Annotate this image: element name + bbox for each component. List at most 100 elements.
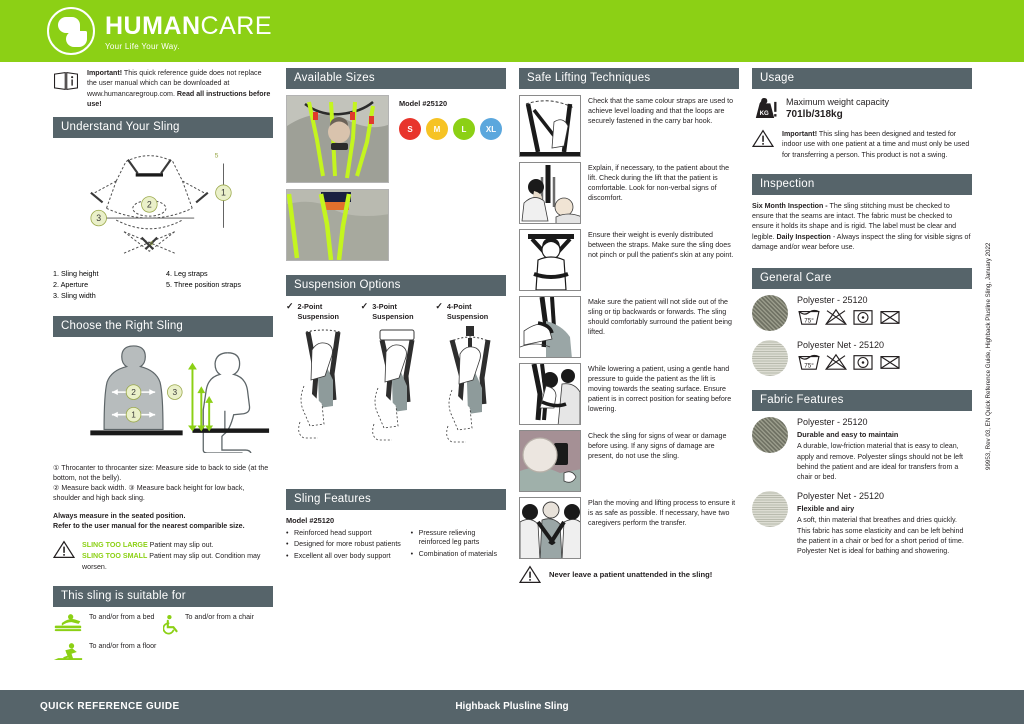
fabric-item-polyester: Polyester - 25120 Durable and easy to ma… [752,417,972,482]
warn-too-large-label: SLING TOO LARGE [82,541,148,550]
suspension-illustrations [298,325,491,443]
lifting-step: While lowering a patient, using a gentle… [519,363,739,425]
care-material-name: Polyester Net - 25120 [797,340,885,351]
legend-item: 5. Three position straps [166,280,241,290]
logo-name-thin: CARE [200,11,273,40]
usage-capacity-label: Maximum weight capacity [786,96,890,107]
logo-swirl-icon [47,7,95,55]
lowering-patient-illustration [519,363,581,425]
svg-text:1: 1 [131,409,136,419]
never-leave-warning: Never leave a patient unattended in the … [519,565,739,584]
logo-name-bold: HUMAN [105,11,201,40]
care-symbol-row: 75° [797,353,902,371]
lifting-step-text: Make sure the patient will not slide out… [588,298,732,337]
warn-too-small-label: SLING TOO SMALL [82,551,148,560]
measure-bold-2: Refer to the user manual for the nearest… [53,522,245,530]
fabric-item-polyester-net: Polyester Net - 25120 Flexible and airy … [752,491,972,556]
section-title: Sling Features [286,488,506,510]
sling-features-list-2: Pressure relieving reinforced leg parts … [411,529,506,564]
fabric-material-name: Polyester Net - 25120 [797,491,885,502]
sling-detail-photo [286,189,389,261]
care-item-polyester: Polyester - 25120 75° [752,295,972,332]
warn-too-large-text: Patient may slip out. [149,541,214,550]
suitable-item-bed: To and/or from a bed [53,613,163,635]
logo-tagline: Your Life Your Way. [105,41,180,51]
footer-bar: QUICK REFERENCE GUIDE Highback Plusline … [0,690,1024,724]
feature-item: Designed for more robust patients [286,540,403,550]
section-sling-features: Sling Features Model #25120 Reinforced h… [286,488,506,564]
daily-label: Daily Inspection [776,232,831,241]
lifting-step-text: Explain, if necessary, to the patient ab… [588,164,730,203]
svg-text:75°: 75° [804,317,814,325]
section-available-sizes: Available Sizes [286,68,506,261]
svg-text:3: 3 [172,387,177,397]
care-item-polyester-net: Polyester Net - 25120 75° [752,340,972,377]
suspension-label-line1: 3-Point [372,302,397,311]
weight-kg-icon: KG [755,98,777,118]
section-title: Suspension Options [286,275,506,296]
section-inspection: Inspection Six Month Inspection - The sl… [752,173,972,252]
suspension-label-line2: Suspension [446,311,489,321]
sling-legend-right: 4. Leg straps 5. Three position straps [166,268,273,290]
inspect-wear-magnifier-illustration [519,430,581,492]
suitable-item-chair: To and/or from a chair [163,613,273,635]
suspension-label-line2: Suspension [372,311,414,321]
human-care-logo: HUMANCARE Your Life Your Way. [47,7,272,55]
suspension-label-line2: Suspension [297,311,339,321]
section-title: Inspection [752,173,972,195]
lifting-step: Check the sling for signs of wear or dam… [519,430,739,492]
important-lead: Important! [87,69,123,77]
svg-text:1: 1 [221,188,226,198]
lifting-step-text: Ensure their weight is evenly distribute… [588,231,734,260]
fabric-subtitle: Flexible and airy [797,504,855,514]
size-badge-m[interactable]: M [426,118,448,140]
feature-item: Reinforced head support [286,529,403,539]
warning-triangle-icon [53,540,75,559]
important-body: This quick reference guide does not repl… [87,69,262,98]
legend-item: 2. Aperture [53,280,89,290]
measurement-diagram: 21 3 [90,344,270,457]
lifting-step-text: Plan the moving and lifting process to e… [588,499,736,528]
fabric-body: A soft, thin material that breathes and … [797,516,964,556]
lifting-step: Plan the moving and lifting process to e… [519,497,739,559]
usage-important-body: This sling has been designed and tested … [782,130,970,159]
care-material-name: Polyester - 25120 [797,295,868,306]
footer-product-name: Highback Plusline Sling [455,701,569,712]
section-title: Understand Your Sling [53,117,273,139]
measure-note-2: ② Measure back width. ③ Measure back hei… [53,484,245,503]
section-title: General Care [752,268,972,290]
svg-text:3: 3 [96,213,101,223]
sling-size-warning: SLING TOO LARGE Patient may slip out. SL… [53,540,273,572]
wheelchair-icon [163,615,178,635]
size-badge-l[interactable]: L [453,118,475,140]
legend-item: 1. Sling height [53,269,99,279]
feature-item: Excellent all over body support [286,552,403,562]
tumble-dry-low-icon [853,355,873,371]
feature-item: Combination of materials [411,550,506,560]
section-understand-your-sling: Understand Your Sling [53,117,273,301]
footer-left-label: QUICK REFERENCE GUIDE [40,701,180,712]
size-badge-s[interactable]: S [399,118,421,140]
never-leave-text: Never leave a patient unattended in the … [549,570,713,579]
suitable-item-label: To and/or from a bed [89,613,155,622]
polyester-net-swatch [752,340,788,377]
check-icon: ✓ [286,301,294,311]
sling-anatomy-diagram: 123 5 4 [90,153,232,254]
section-title: Choose the Right Sling [53,315,273,337]
available-sizes-model: Model #25120 [399,99,448,108]
care-symbol-row: 75° [797,308,902,326]
lifting-step-text: Check that the same colour straps are us… [588,97,734,126]
fabric-material-name: Polyester - 25120 [797,417,868,428]
usage-capacity-value: 701lb/318kg [786,109,843,121]
measure-note-1: ① Throcanter to throcanter size: Measure… [53,463,269,482]
wash-75-icon: 75° [798,310,820,326]
polyester-net-swatch [752,491,788,528]
legend-item: 3. Sling width [53,291,96,301]
check-icon: ✓ [435,301,443,311]
suspension-label-line1: 4-Point [446,302,472,311]
usage-important-note: Important! This sling has been designed … [752,129,972,160]
section-title: This sling is suitable for [53,586,273,608]
fabric-body: A durable, low-friction material that is… [797,442,964,482]
size-badge-xl[interactable]: XL [480,118,502,140]
